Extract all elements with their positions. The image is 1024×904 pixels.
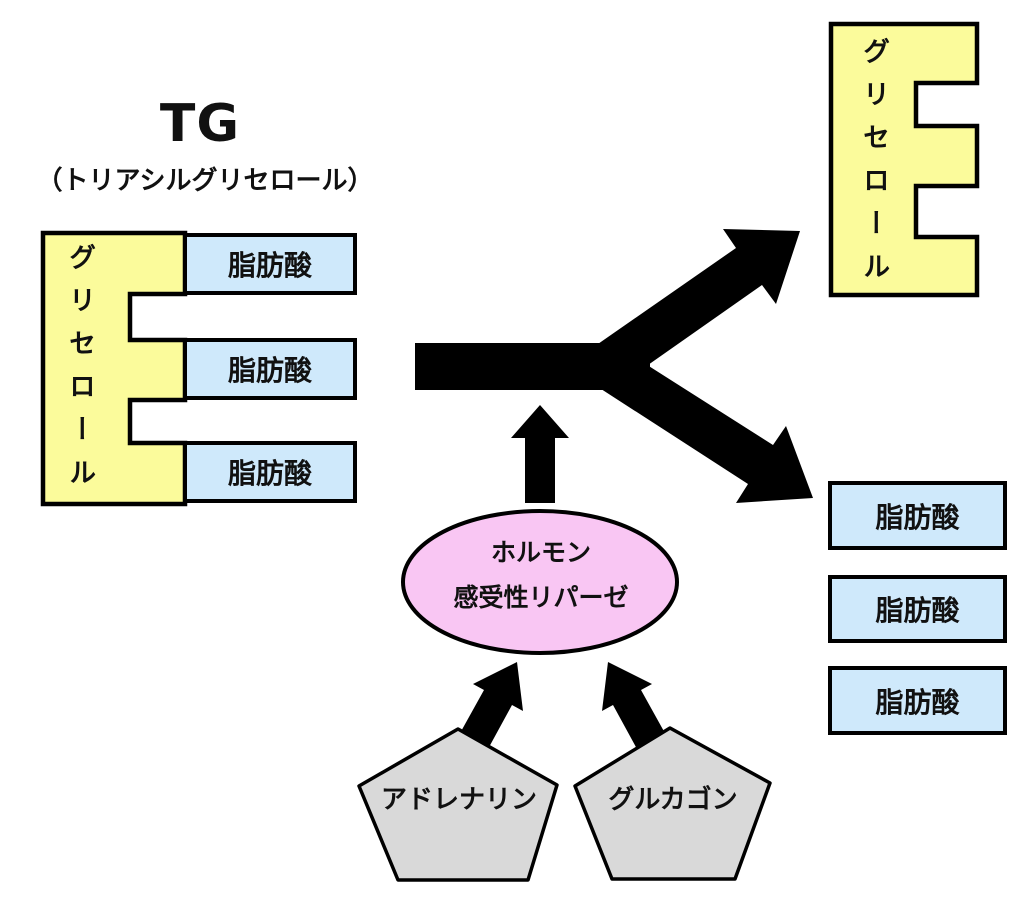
- arrow-to-fatty-acids: [598, 349, 813, 503]
- enzyme-label: ホルモン 感受性リパーゼ: [403, 536, 679, 615]
- fatty-acid-label-substrate-2: 脂肪酸: [227, 354, 312, 387]
- enzyme-label-line2: 感受性リパーゼ: [453, 583, 629, 612]
- adrenaline-pentagon: [357, 727, 559, 882]
- tg-title: TG: [159, 94, 241, 154]
- fatty-acid-box-substrate-2: [183, 338, 357, 400]
- fatty-acid-label-product-3: 脂肪酸: [875, 685, 960, 719]
- fatty-acid-label-product-2: 脂肪酸: [875, 594, 960, 627]
- glycerol-block-product: [828, 21, 980, 298]
- glucagon-pentagon: [573, 726, 772, 881]
- fatty-acid-label-substrate-1: 脂肪酸: [227, 249, 312, 282]
- fatty-acid-box-substrate-1: [183, 233, 357, 295]
- enzyme-ellipse: [401, 509, 679, 655]
- glucagon-label: グルカゴン: [608, 785, 738, 815]
- glycerol-label-product: グリセロール: [858, 37, 889, 295]
- arrow-to-glycerol: [585, 229, 800, 391]
- adrenaline-label: アドレナリン: [380, 785, 537, 815]
- enzyme-activation-arrow: [511, 405, 569, 503]
- enzyme-label-line1: ホルモン: [490, 538, 591, 567]
- glucagon-arrow: [602, 662, 671, 760]
- fatty-acid-label-substrate-3: 脂肪酸: [227, 457, 312, 490]
- fatty-acid-box-product-1: [828, 481, 1007, 550]
- glycerol-label-substrate: グリセロール: [64, 243, 95, 501]
- fatty-acid-box-product-3: [828, 666, 1007, 735]
- fatty-acid-box-substrate-3: [183, 441, 357, 503]
- fatty-acid-label-product-1: 脂肪酸: [875, 500, 960, 534]
- tg-subtitle: （トリアシルグリセロール）: [36, 166, 374, 196]
- fatty-acid-box-product-2: [828, 575, 1007, 643]
